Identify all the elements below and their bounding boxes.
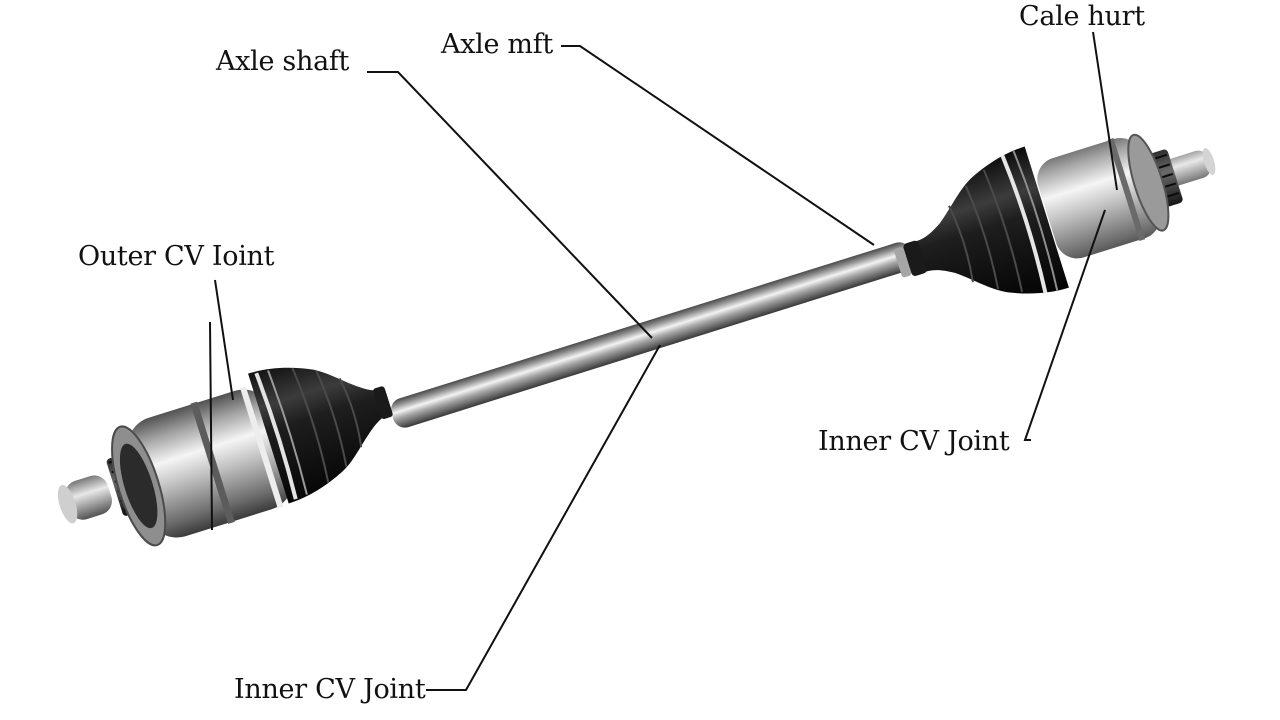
leader-axle-shaft xyxy=(367,71,653,339)
axle-shaft-body xyxy=(391,242,913,428)
inner-cv-joint xyxy=(894,133,1216,294)
leader-inner-cv-bottom xyxy=(426,344,661,691)
label-axle-shaft: Axle shaft xyxy=(216,46,350,77)
label-inner-cv-joint-bottom: Inner CV Joint xyxy=(234,674,426,705)
label-outer-cv-joint: Outer CV Ioint xyxy=(78,241,275,272)
outer-cv-joint xyxy=(57,367,393,547)
leader-axle-mft xyxy=(561,45,875,246)
leader-lines xyxy=(209,31,1118,691)
label-axle-mft: Axle mft xyxy=(441,29,553,60)
leader-outer-cv-a xyxy=(214,279,234,401)
leader-inner-cv-right xyxy=(1023,209,1106,441)
label-inner-cv-joint-right: Inner CV Joint xyxy=(818,426,1010,457)
label-cale-hurt: Cale hurt xyxy=(1019,1,1145,32)
leader-cale-hurt xyxy=(1092,31,1118,191)
leader-outer-cv-b xyxy=(209,321,213,531)
